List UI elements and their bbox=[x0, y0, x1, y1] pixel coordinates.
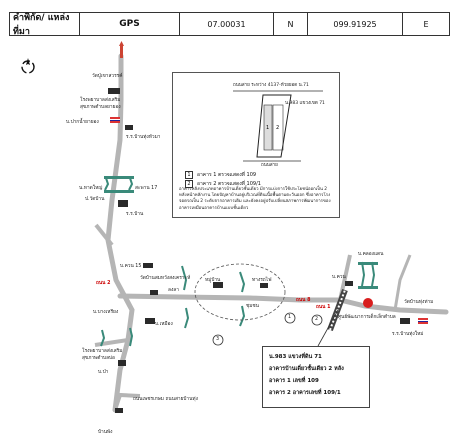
callout-line-1: น.983 แขวงที่ดิน 71 bbox=[269, 354, 322, 360]
label-center-c: ชุมชน bbox=[246, 304, 259, 309]
callout-line-4: อาคาร 2 อาคารเลขที่ 109/1 bbox=[269, 390, 341, 396]
plan-legend-1: 1 อาคาร 1 ตรวจแสดงที่ 109 bbox=[185, 171, 256, 179]
label-village5: บ.ป่า bbox=[98, 370, 109, 375]
label-school-b2: สุขภาพตำบลบ่อ bbox=[82, 356, 115, 361]
label-right-e: ศูนย์พัฒนาการเด็กเล็กตำบล bbox=[338, 315, 396, 320]
gps-header-table: คำพิกัด/ แหล่งที่มา GPS 07.00031 N 099.9… bbox=[9, 12, 450, 37]
plan-top-note: ถนนสาย ระหว่าง 4137-ห้วยยอด น.71 bbox=[233, 83, 309, 88]
main-road bbox=[105, 53, 135, 413]
label-place2: ร.ร.บ้าน bbox=[126, 212, 144, 217]
building-icons bbox=[108, 88, 410, 413]
label-center-b: ทางรถไฟ bbox=[252, 278, 272, 283]
label-place1: ร.ร.บ้านทุ่งหัวมา bbox=[126, 135, 161, 140]
marker-number-1: 1 bbox=[288, 315, 292, 320]
label-right-d: ร.ร.บ้านทุ่งใหม่ bbox=[392, 332, 424, 337]
label-red2: ถนน 1 bbox=[316, 305, 331, 310]
label-right-c: วัดบ้านทุ่งท่าม bbox=[404, 300, 434, 305]
label-river: ลงลา bbox=[168, 288, 179, 293]
gps-source-value: GPS bbox=[80, 13, 180, 35]
label-bottom-place: บ้านพัง bbox=[98, 430, 113, 435]
gps-source-label: คำพิกัด/ แหล่งที่มา bbox=[10, 13, 80, 37]
label-km1: ป.วัดบ้าน bbox=[85, 197, 105, 202]
flag-icons bbox=[119, 41, 124, 58]
plan-road-label: ถนนสาย bbox=[261, 163, 278, 168]
callout-line-3: อาคาร 1 เลขที่ 109 bbox=[269, 378, 319, 384]
site-plan-inset: ถนนสาย ระหว่าง 4137-ห้วยยอด น.71 น.983 แ… bbox=[172, 72, 340, 218]
label-gps-mark1: ถนน 2 bbox=[96, 281, 111, 286]
label-school-a2: สุขภาพตำบลยายอง bbox=[80, 105, 121, 110]
target-area-ellipse bbox=[194, 263, 286, 321]
gps-lon-direction: E bbox=[423, 19, 429, 29]
svg-text:1: 1 bbox=[266, 125, 269, 131]
label-center-a: หมู่บ้าน bbox=[205, 278, 221, 283]
plan-drawing: 1 2 bbox=[233, 90, 323, 162]
plan-legend-2: 2 อาคาร 2 ตรวจแสดงที่ 109/1 bbox=[185, 180, 261, 188]
label-village4: บ.เหมือง bbox=[155, 322, 173, 327]
label-school-a: โรงพยาบาลส่งเสริม bbox=[80, 98, 121, 103]
label-red1: ถนน 8 bbox=[296, 298, 311, 303]
label-bridge2: สะพาน 17 bbox=[135, 186, 158, 191]
stream-bars bbox=[104, 176, 378, 289]
streams bbox=[100, 177, 376, 347]
compass-icon bbox=[21, 58, 35, 74]
label-village3: บ.บางเหรียง bbox=[93, 310, 119, 315]
callout-line-2: อาคารบ้านเดี่ยวชั้นเดียว 2 หลัง bbox=[269, 366, 344, 372]
label-bridge1: น.หาดใหญ่ bbox=[79, 186, 103, 191]
legend-num-2: 2 bbox=[185, 180, 193, 188]
gps-lat-direction: N bbox=[274, 13, 308, 35]
label-road-to: ถนนเพชรเกษม ถนนสายบ้านทุ่ง bbox=[133, 397, 198, 402]
property-callout: น.983 แขวงที่ดิน 71 อาคารบ้านเดี่ยวชั้นเ… bbox=[262, 346, 370, 408]
marker-number-2: 2 bbox=[315, 317, 319, 322]
legend-text-1: อาคาร 1 ตรวจแสดงที่ 109 bbox=[197, 172, 257, 178]
label-top-village: วัดปู่เขาสวรรค์ bbox=[92, 74, 123, 79]
svg-text:2: 2 bbox=[276, 125, 279, 131]
label-village1: บ.ปากน้ำยายอง bbox=[66, 120, 99, 125]
gps-longitude: 099.91925 bbox=[308, 13, 403, 35]
target-marker bbox=[363, 298, 373, 308]
plan-parcel-note: น.983 แขวงเขต 71 bbox=[285, 101, 325, 106]
marker-number-3: 3 bbox=[216, 337, 220, 342]
plan-description: อาคารหลังประเภทอาคารบ้านเดี่ยวชั้นเดียว … bbox=[179, 187, 331, 211]
legend-text-2: อาคาร 2 ตรวจแสดงที่ 109/1 bbox=[197, 181, 261, 187]
label-right-b: บ.ควน bbox=[332, 275, 346, 280]
legend-num-1: 1 bbox=[185, 171, 193, 179]
gps-latitude: 07.00031 bbox=[180, 13, 274, 35]
label-school-b: โรงพยาบาลส่งเสริม bbox=[82, 349, 123, 354]
label-village2: บ.ควน 15 bbox=[120, 264, 142, 269]
label-temple: วัดบ้านสมหวังสงเคราะห์ bbox=[140, 276, 191, 281]
label-right-a: บ.คลองแดน bbox=[358, 252, 384, 257]
